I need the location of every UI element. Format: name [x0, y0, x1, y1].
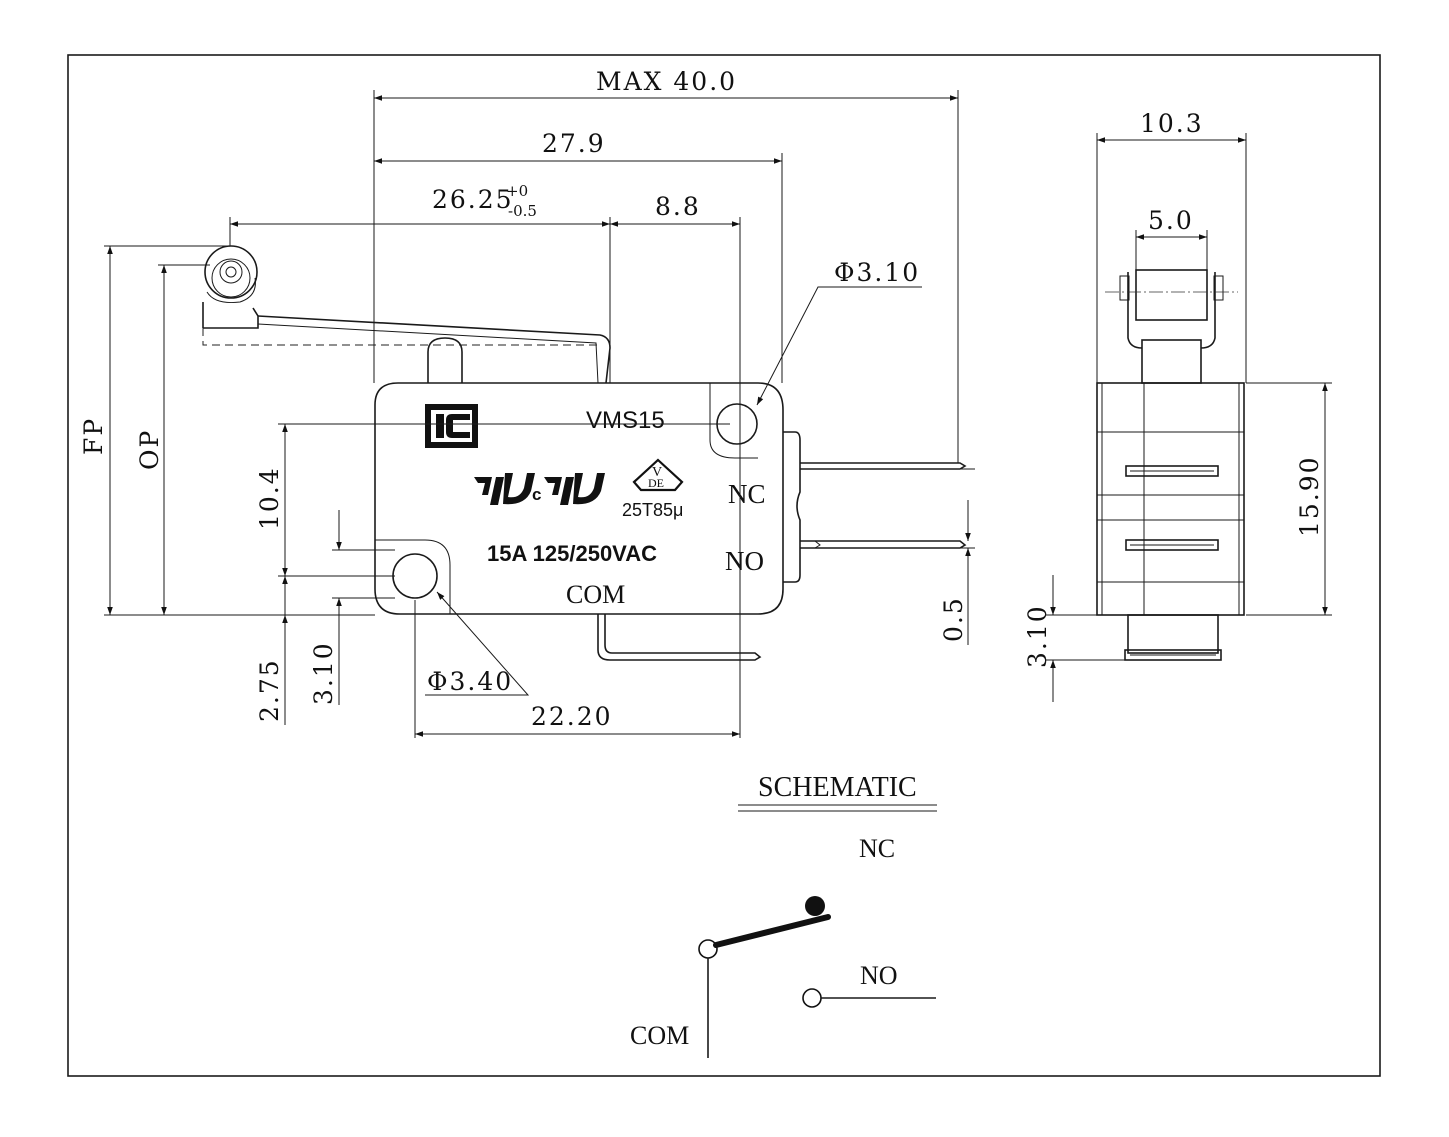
dim-max-40: MAX 40.0 — [596, 67, 737, 96]
schematic: SCHEMATIC NC NO COM — [630, 772, 937, 1058]
mount-boss-bottom — [375, 539, 451, 614]
ic-logo — [425, 404, 478, 448]
side-dimensions: 10.3 5.0 15.90 3.10 — [1023, 109, 1332, 702]
roller-inner — [219, 260, 243, 284]
roller-outer — [204, 245, 258, 299]
side-roller — [1135, 269, 1208, 321]
dim-26-25-tol-minus: -0.5 — [508, 202, 537, 220]
switch-body — [374, 382, 784, 615]
schematic-switch-blade — [713, 914, 831, 948]
lever-mount — [203, 307, 259, 329]
leader-hole-bottom — [425, 591, 530, 696]
lever-arm — [257, 315, 611, 384]
com-terminal-label: COM — [566, 580, 625, 609]
no-terminal — [800, 540, 967, 549]
front-dimensions: MAX 40.0 27.9 26.25 +0 -0.5 8.8 Φ3.10 FP… — [79, 67, 975, 738]
side-body — [1096, 382, 1245, 616]
svg-text:DE: DE — [648, 476, 664, 490]
vde-mark: V DE — [632, 458, 684, 492]
rating-label: 15A 125/250VAC — [487, 541, 657, 566]
schematic-com-label: COM — [630, 1021, 689, 1050]
schematic-no-contact — [802, 988, 822, 1008]
schematic-title: SCHEMATIC — [758, 772, 917, 803]
cul-mark: c — [532, 473, 605, 505]
dim-hole-top: Φ3.10 — [834, 258, 920, 287]
side-lever-bracket — [1127, 272, 1216, 349]
dim-0-5: 0.5 — [939, 596, 968, 642]
dim-10-3: 10.3 — [1140, 109, 1204, 138]
dim-5-0: 5.0 — [1148, 206, 1194, 235]
dim-22-20: 22.20 — [531, 702, 613, 731]
lever-arm-inner — [257, 323, 599, 384]
dim-26-25: 26.25 — [432, 185, 514, 214]
dim-10-4: 10.4 — [255, 466, 284, 530]
com-terminal — [597, 614, 762, 661]
roller-mid — [211, 258, 251, 298]
dim-3-10-side: 3.10 — [1023, 604, 1052, 668]
nc-terminal-label: NC — [728, 479, 766, 509]
schematic-nc-label: NC — [859, 834, 895, 863]
roller-axle — [225, 266, 237, 278]
svg-text:c: c — [532, 485, 541, 504]
mount-boss-top — [709, 383, 758, 459]
side-nc-terminal — [1125, 465, 1219, 477]
schematic-no-label: NO — [860, 961, 898, 990]
dim-27-9: 27.9 — [542, 129, 606, 158]
schematic-nc-contact — [805, 896, 825, 916]
svg-text:V: V — [652, 465, 662, 480]
side-no-terminal — [1125, 539, 1219, 551]
mount-hole-bottom — [392, 553, 438, 599]
dim-15-90: 15.90 — [1295, 455, 1324, 537]
model-label: VMS15 — [586, 407, 665, 434]
dim-26-25-tol-plus: +0 — [506, 182, 528, 200]
roller-loop — [206, 277, 256, 303]
dim-2-75: 2.75 — [255, 658, 284, 722]
dim-hole-bottom: Φ3.40 — [427, 667, 513, 696]
body-flange — [783, 431, 801, 583]
dim-3-10-left: 3.10 — [309, 641, 338, 705]
nc-terminal — [800, 462, 967, 470]
side-plunger — [1141, 339, 1202, 384]
dim-8-8: 8.8 — [655, 192, 701, 221]
front-view: VMS15 c V DE 25T85μ 15A 125/250VAC NC NO… — [202, 245, 967, 661]
side-com-terminal — [1127, 614, 1219, 654]
lever-free-position — [202, 328, 600, 346]
no-terminal-label: NO — [725, 546, 764, 576]
drawing-frame — [67, 54, 1381, 1077]
temperature-code: 25T85μ — [622, 500, 683, 520]
dim-fp: FP — [79, 417, 108, 455]
side-view — [1096, 269, 1245, 661]
leader-hole-top — [756, 286, 922, 406]
plunger — [427, 337, 463, 383]
no-terminal-step — [814, 540, 821, 549]
ul-mark — [474, 473, 535, 505]
dim-op: OP — [135, 429, 164, 470]
